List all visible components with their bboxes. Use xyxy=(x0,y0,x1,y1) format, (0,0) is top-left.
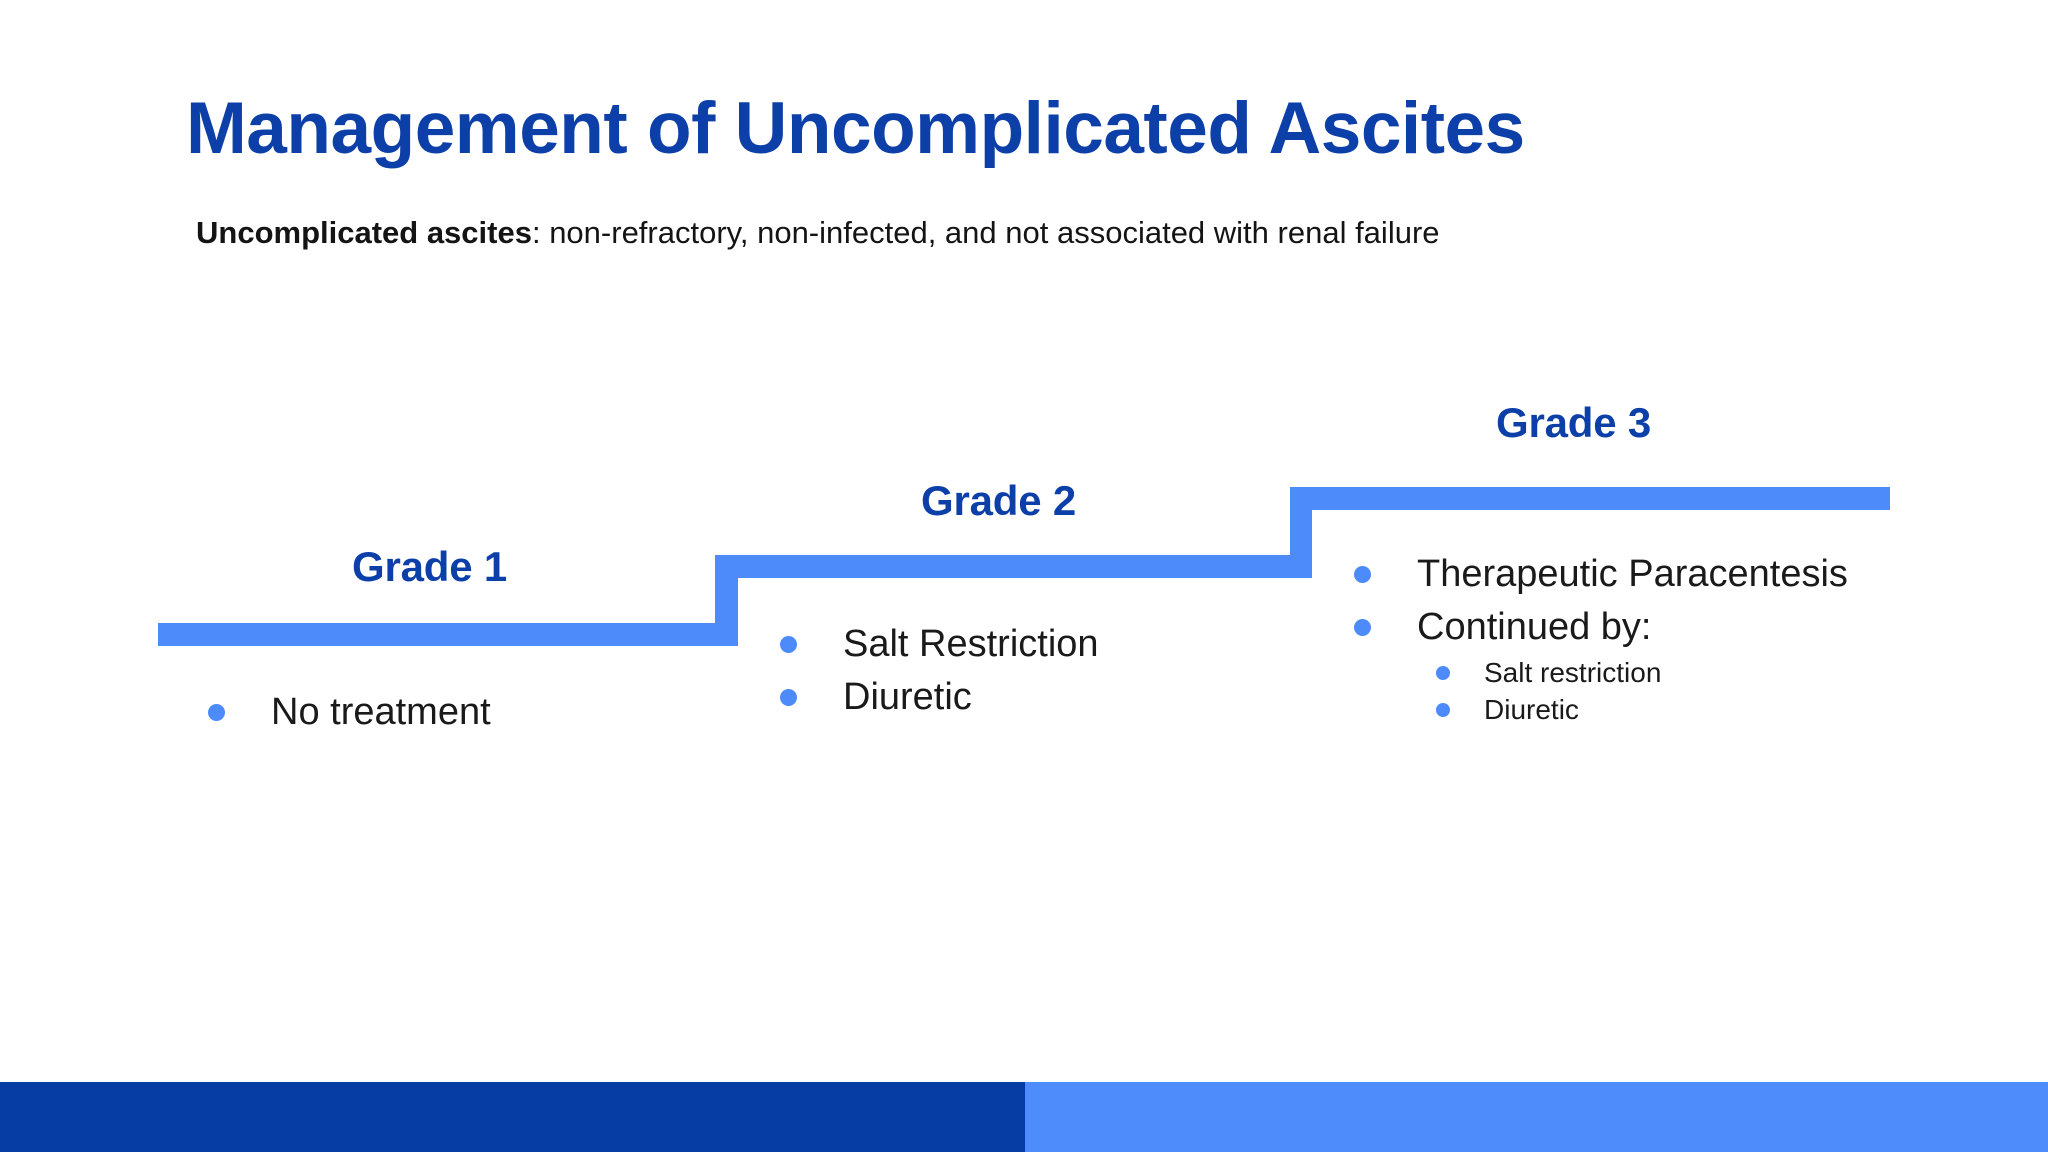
step-tread-grade-2 xyxy=(715,555,1312,578)
footer-accent-blue xyxy=(1025,1082,2048,1152)
list-item-label: Continued by: xyxy=(1417,605,1652,648)
grade-2-bullet-list: Salt Restriction Diuretic xyxy=(780,620,1280,725)
sub-list-item-label: Diuretic xyxy=(1484,693,1579,725)
list-item: Therapeutic Paracentesis xyxy=(1354,550,1974,599)
grade-3-bullet-list: Therapeutic Paracentesis Continued by: S… xyxy=(1354,550,1974,728)
step-tread-grade-3 xyxy=(1290,487,1890,510)
bullet-dot-icon xyxy=(1436,702,1450,717)
list-item: Diuretic xyxy=(780,673,1280,722)
grade-1-bullet-list: No treatment xyxy=(208,688,728,741)
sub-list-item-label: Salt restriction xyxy=(1484,657,1662,689)
grade-3-sub-bullet-list: Salt restriction Diuretic xyxy=(1436,655,1974,728)
list-item-label: Salt Restriction xyxy=(843,623,1099,665)
grade-heading-1: Grade 1 xyxy=(352,543,508,590)
step-tread-grade-1 xyxy=(158,623,738,646)
grade-heading-3: Grade 3 xyxy=(1496,399,1652,446)
footer-accent-bar xyxy=(0,1082,2048,1152)
bullet-dot-icon xyxy=(1436,666,1450,681)
list-item-label: No treatment xyxy=(271,691,491,733)
bullet-dot-icon xyxy=(208,704,225,721)
list-item: Continued by: xyxy=(1354,603,1974,652)
bullet-dot-icon xyxy=(1354,618,1371,636)
subtitle-definition: : non-refractory, non-infected, and not … xyxy=(531,215,1440,250)
bullet-dot-icon xyxy=(780,688,797,706)
list-item-label: Therapeutic Paracentesis xyxy=(1417,553,1848,595)
subtitle-lead-term: Uncomplicated ascites xyxy=(196,215,532,250)
slide-subtitle: Uncomplicated ascites: non-refractory, n… xyxy=(196,214,1440,251)
sub-list-item: Salt restriction xyxy=(1436,655,1974,691)
page-title: Management of Uncomplicated Ascites xyxy=(186,88,1525,169)
list-item-label: Diuretic xyxy=(843,675,972,718)
step-riser-2-to-3 xyxy=(1290,487,1312,578)
bullet-dot-icon xyxy=(1354,566,1371,583)
bullet-dot-icon xyxy=(780,636,797,653)
list-item: No treatment xyxy=(208,688,728,737)
list-item: Salt Restriction xyxy=(780,620,1280,669)
footer-accent-navy xyxy=(0,1082,1025,1152)
grade-heading-2: Grade 2 xyxy=(921,477,1077,524)
step-riser-1-to-2 xyxy=(715,555,738,646)
sub-list-item: Diuretic xyxy=(1436,692,1974,728)
